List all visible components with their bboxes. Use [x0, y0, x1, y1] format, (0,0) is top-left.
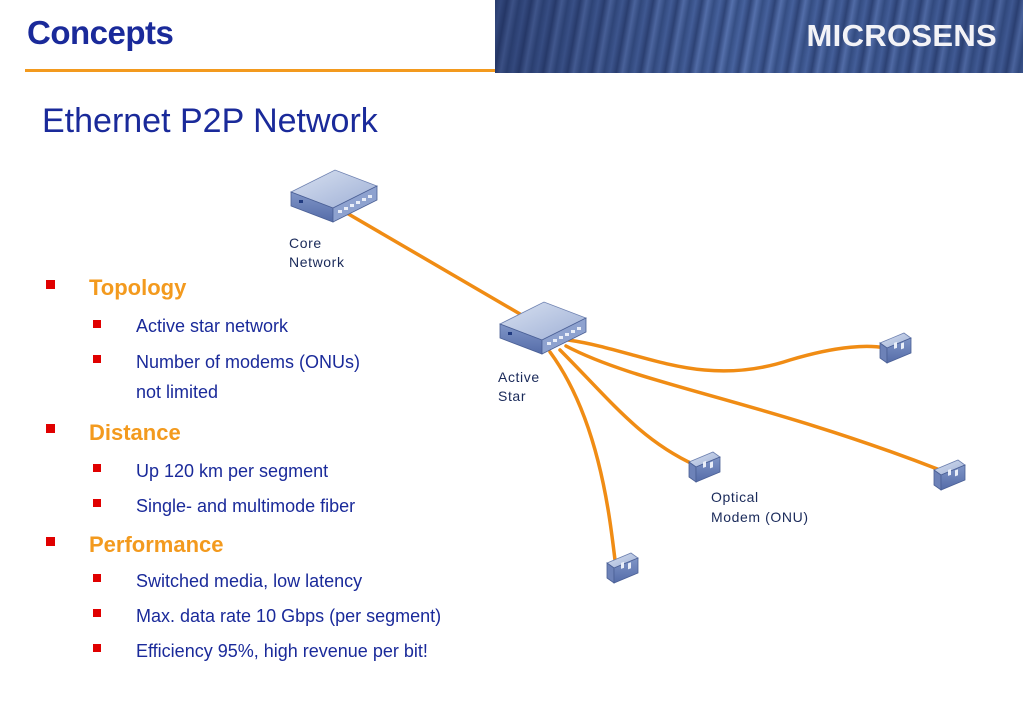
fiber-core-to-star	[343, 210, 522, 316]
optical-modem-icon	[688, 451, 721, 483]
fiber-star-to-modem-4	[548, 350, 617, 562]
core-network-label-line1: Core	[289, 235, 322, 251]
active-star-label-line1: Active	[498, 369, 540, 385]
fiber-star-to-modem-3	[558, 348, 697, 467]
core-network-switch-icon	[290, 169, 378, 223]
optical-modem-icon	[879, 332, 912, 364]
fiber-star-to-modem-1	[566, 338, 887, 373]
optical-modem-icon	[606, 552, 639, 584]
fiber-star-to-modem-2	[564, 344, 942, 472]
header-title: Concepts	[27, 14, 174, 51]
optical-modem-icon	[933, 459, 966, 491]
optical-modem-label-line2: Modem (ONU)	[711, 509, 809, 525]
slide-title: Ethernet P2P Network	[42, 102, 378, 140]
header-banner: MICROSENS	[495, 0, 1023, 73]
fiber-links	[343, 210, 942, 562]
brand-logo: MICROSENS	[806, 18, 997, 53]
active-star-label-line2: Star	[498, 388, 526, 404]
header-divider	[25, 69, 495, 72]
core-network-label-line2: Network	[289, 254, 345, 270]
optical-modem-label-line1: Optical	[711, 489, 759, 505]
